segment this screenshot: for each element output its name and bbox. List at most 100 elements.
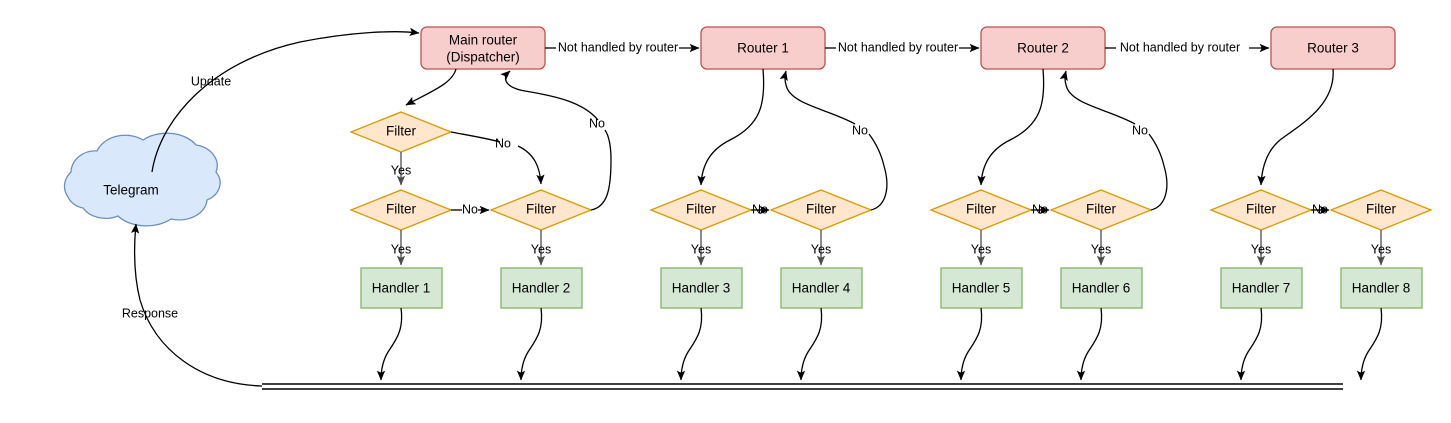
edge-mainrouter-to-filter-top	[405, 68, 457, 106]
handler-2-label: Handler 2	[512, 281, 571, 296]
filter-r3-a-label: Filter	[1246, 202, 1277, 217]
node-handler-7[interactable]: Handler 7	[1220, 267, 1303, 309]
edge-router2-to-router3: Not handled by router	[1105, 40, 1270, 54]
filter-r3-b-label: Filter	[1366, 202, 1397, 217]
handler-3-label: Handler 3	[672, 281, 731, 296]
edge-label-no: No	[462, 202, 478, 216]
handler-box	[1220, 267, 1303, 309]
node-handler-6[interactable]: Handler 6	[1060, 267, 1143, 309]
edge-label-no: No	[495, 136, 511, 150]
edge-yes-h6: Yes	[1091, 230, 1111, 266]
edge-label-yes: Yes	[531, 242, 551, 256]
edge-handler4-to-bus	[796, 307, 823, 381]
handler-1-label: Handler 1	[372, 281, 431, 296]
edge-label-yes: Yes	[391, 242, 411, 256]
edge-label-yes: Yes	[1371, 242, 1391, 256]
node-router-1[interactable]: Router 1	[700, 26, 826, 70]
edge-handler6-to-bus	[1076, 307, 1103, 381]
node-handler-1[interactable]: Handler 1	[360, 267, 443, 309]
filter-main-a-label: Filter	[386, 202, 417, 217]
main-router-label-line1: Main router	[449, 33, 518, 48]
edge-label-no: No	[852, 123, 868, 137]
node-handler-8[interactable]: Handler 8	[1340, 267, 1423, 309]
response-bus	[262, 383, 1343, 390]
edge-label-no: No	[1032, 202, 1048, 216]
edge-update: Update	[151, 27, 420, 173]
filter-main-top-label: Filter	[386, 124, 417, 139]
handler-4-label: Handler 4	[792, 281, 851, 296]
main-router-label-line2: (Dispatcher)	[446, 50, 520, 65]
edge-router1-to-router2: Not handled by router	[825, 40, 980, 54]
handler-box	[360, 267, 443, 309]
node-filter-main-b[interactable]: Filter	[489, 189, 593, 231]
router-1-label: Router 1	[737, 41, 789, 56]
filter-main-b-label: Filter	[526, 202, 557, 217]
edge-router1-to-filter-a	[697, 68, 765, 186]
filter-r2-b-label: Filter	[1086, 202, 1117, 217]
router-2-label: Router 2	[1017, 41, 1069, 56]
edge-yes-h5: Yes	[971, 230, 991, 266]
edge-label-yes: Yes	[811, 242, 831, 256]
filter-r1-b-label: Filter	[806, 202, 837, 217]
edge-handler8-to-bus	[1356, 307, 1383, 381]
node-handler-3[interactable]: Handler 3	[660, 267, 743, 309]
edge-router3-to-filter-a	[1257, 68, 1334, 186]
edge-filter-top-yes: Yes	[391, 152, 411, 186]
handler-6-label: Handler 6	[1072, 281, 1131, 296]
node-filter-r2-a[interactable]: Filter	[929, 189, 1033, 231]
node-handler-5[interactable]: Handler 5	[940, 267, 1023, 309]
edge-handler2-to-bus	[516, 307, 543, 381]
edge-label-yes: Yes	[971, 242, 991, 256]
edge-filter-r2-b-no-return: No	[1059, 70, 1168, 211]
edge-label-yes: Yes	[1091, 242, 1111, 256]
node-filter-r2-b[interactable]: Filter	[1049, 189, 1153, 231]
node-filter-main-a[interactable]: Filter	[349, 189, 453, 231]
edge-label-no: No	[752, 202, 768, 216]
edge-label-update: Update	[191, 74, 231, 88]
handler-8-label: Handler 8	[1352, 281, 1411, 296]
edge-handler1-to-bus	[376, 307, 403, 381]
edge-label-yes: Yes	[691, 242, 711, 256]
edge-yes-h8: Yes	[1371, 230, 1391, 266]
node-telegram-cloud[interactable]: Telegram	[63, 132, 221, 227]
edge-filter-r1-a-no: No	[751, 202, 770, 216]
node-filter-r3-a[interactable]: Filter	[1209, 189, 1313, 231]
node-filter-r1-a[interactable]: Filter	[649, 189, 753, 231]
edge-yes-h3: Yes	[691, 230, 711, 266]
node-router-3[interactable]: Router 3	[1270, 26, 1396, 70]
edge-label-not-handled-1: Not handled by router	[558, 40, 678, 54]
edge-yes-h4: Yes	[811, 230, 831, 266]
handler-box	[780, 267, 863, 309]
edge-filter-top-no: No	[450, 131, 545, 185]
node-main-router[interactable]: Main router (Dispatcher)	[420, 26, 546, 70]
node-filter-main-top[interactable]: Filter	[349, 111, 453, 153]
edge-label-yes: Yes	[1251, 242, 1271, 256]
handler-7-label: Handler 7	[1232, 281, 1291, 296]
handler-box	[1060, 267, 1143, 309]
edge-handler3-to-bus	[676, 307, 703, 381]
node-handler-2[interactable]: Handler 2	[500, 267, 583, 309]
edge-label-yes: Yes	[391, 163, 411, 177]
edge-yes-h2: Yes	[531, 230, 551, 266]
edge-handler5-to-bus	[956, 307, 983, 381]
edge-main-to-router1: Not handled by router	[545, 40, 700, 54]
filter-r1-a-label: Filter	[686, 202, 717, 217]
node-router-2[interactable]: Router 2	[980, 26, 1106, 70]
edge-label-no: No	[1132, 123, 1148, 137]
handler-5-label: Handler 5	[952, 281, 1011, 296]
edge-label-not-handled-2: Not handled by router	[838, 40, 958, 54]
edge-label-not-handled-3: Not handled by router	[1120, 40, 1240, 54]
node-filter-r3-b[interactable]: Filter	[1329, 189, 1433, 231]
edge-router2-to-filter-a	[977, 68, 1045, 186]
cloud-shape	[63, 132, 221, 227]
node-filter-r1-b[interactable]: Filter	[769, 189, 873, 231]
filter-r2-a-label: Filter	[966, 202, 997, 217]
edge-filter-main-a-no: No	[451, 202, 490, 216]
edge-label-response: Response	[122, 306, 178, 320]
edge-filter-r1-b-no-return: No	[779, 70, 888, 211]
edge-yes-h1: Yes	[391, 230, 411, 266]
edge-label-no: No	[589, 116, 605, 130]
node-handler-4[interactable]: Handler 4	[780, 267, 863, 309]
handler-box	[660, 267, 743, 309]
edge-handler7-to-bus	[1236, 307, 1263, 381]
